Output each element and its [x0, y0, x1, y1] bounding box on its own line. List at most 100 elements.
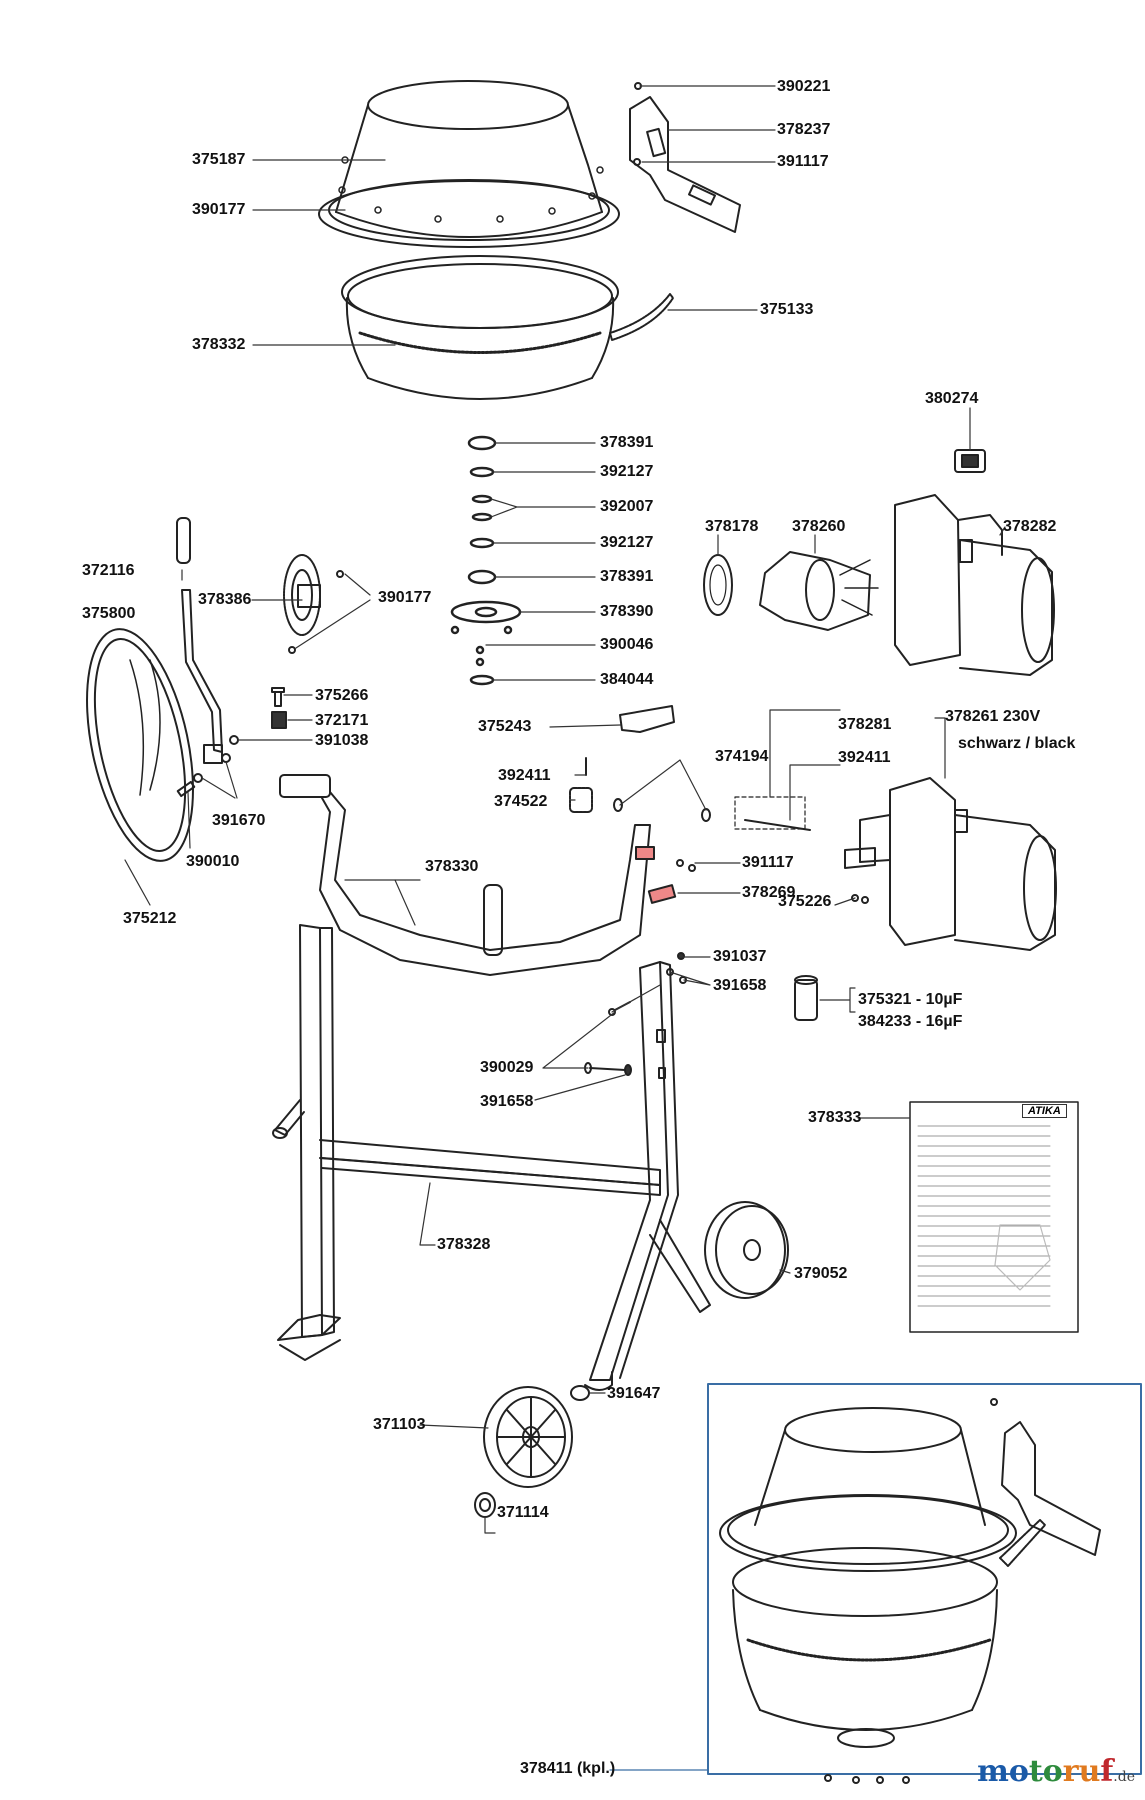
- watermark-letter: t: [1028, 1754, 1043, 1789]
- motor-housing-378282: [894, 494, 1055, 676]
- manual-378333: [909, 1101, 1079, 1333]
- part-label-378328: 378328: [437, 1236, 491, 1253]
- part-label-372116: 372116: [82, 562, 135, 579]
- stand-378328: [272, 924, 711, 1391]
- part-label-384044: 384044: [600, 671, 654, 688]
- fan-378178: [703, 554, 733, 616]
- spring-374194-a: [613, 798, 623, 812]
- part-label-391670: 391670: [212, 812, 266, 829]
- part-label-384233: 384233 - 16µF: [858, 1013, 963, 1030]
- cap-371114: [474, 1492, 496, 1518]
- drum-cone-375187: [318, 80, 620, 248]
- part-label-378269: 378269: [742, 884, 796, 901]
- bolt-375266: [271, 687, 285, 707]
- washer-391658-a: [666, 968, 674, 976]
- screw-390177-a: [336, 570, 344, 578]
- part-label-380274: 380274: [925, 390, 979, 407]
- part-label-375187: 375187: [192, 151, 246, 168]
- part-label-378391-b: 378391: [600, 568, 654, 585]
- nut-391037: [677, 952, 685, 960]
- part-label-392007: 392007: [600, 498, 654, 515]
- wheel-379052: [704, 1201, 789, 1299]
- part-label-372171: 372171: [315, 712, 369, 729]
- part-label-378178: 378178: [705, 518, 759, 535]
- screw-375226-b: [861, 896, 869, 904]
- part-label-378330: 378330: [425, 858, 479, 875]
- gear-segment-375133: [609, 293, 674, 341]
- part-label-390029: 390029: [480, 1059, 534, 1076]
- watermark-letter: f: [1100, 1754, 1114, 1789]
- part-label-390010: 390010: [186, 853, 240, 870]
- part-label-378260: 378260: [792, 518, 846, 535]
- washer-391670-b: [193, 773, 203, 783]
- part-label-390221: 390221: [777, 78, 831, 95]
- watermark-letter: u: [1078, 1754, 1101, 1789]
- part-label-378281: 378281: [838, 716, 892, 733]
- part-label-375800: 375800: [82, 605, 136, 622]
- part-label-391647: 391647: [607, 1385, 661, 1402]
- nut-391117-mid-a: [676, 859, 684, 867]
- part-label-391117-top: 391117: [777, 153, 829, 170]
- part-label-378332: 378332: [192, 336, 246, 353]
- watermark-letter: m: [977, 1754, 1009, 1789]
- screw-390010: [176, 780, 196, 798]
- motor-378261: [844, 777, 1057, 951]
- manual-brand-title: ATIKA: [1022, 1104, 1067, 1118]
- part-label-378261-color: schwarz / black: [958, 735, 1076, 752]
- part-label-391037: 391037: [713, 948, 767, 965]
- capacitor-375321: [794, 975, 818, 1021]
- part-label-392411-b: 392411: [838, 749, 891, 766]
- part-label-371114: 371114: [497, 1504, 549, 1521]
- watermark-logo: motoruf.de: [977, 1754, 1135, 1789]
- bolt-390029: [584, 1062, 632, 1076]
- cap-391647: [570, 1385, 590, 1401]
- part-label-390177-mid: 390177: [378, 589, 432, 606]
- shaft-378281: [734, 796, 811, 831]
- washer-391670-a: [221, 753, 231, 763]
- spring-372171: [271, 711, 287, 729]
- part-label-375321: 375321 - 10µF: [858, 991, 963, 1008]
- part-label-374194: 374194: [715, 748, 769, 765]
- cap-371114-inner: [479, 1498, 491, 1512]
- part-label-375226: 375226: [778, 893, 832, 910]
- pad-378269: [647, 884, 677, 904]
- handle-372116: [176, 517, 191, 564]
- part-label-391038: 391038: [315, 732, 369, 749]
- part-label-375133: 375133: [760, 301, 814, 318]
- part-label-378333: 378333: [808, 1109, 862, 1126]
- spring-374194-b: [701, 808, 711, 822]
- watermark-letter: o: [1008, 1754, 1029, 1789]
- part-label-371103: 371103: [373, 1416, 426, 1433]
- part-label-375243: 375243: [478, 718, 532, 735]
- part-label-392127-a: 392127: [600, 463, 654, 480]
- part-label-392127-b: 392127: [600, 534, 654, 551]
- part-label-378390: 378390: [600, 603, 654, 620]
- part-label-375266: 375266: [315, 687, 369, 704]
- cover-375243: [619, 705, 675, 733]
- watermark-name: motoruf: [977, 1754, 1113, 1789]
- screw-375226-a: [851, 894, 859, 902]
- part-label-378261-voltage: 378261 230V: [945, 708, 1041, 725]
- part-label-378282: 378282: [1003, 518, 1057, 535]
- complete-drum-inset: [707, 1383, 1142, 1784]
- nut-391117-mid-b: [688, 864, 696, 872]
- part-label-378391-a: 378391: [600, 434, 654, 451]
- leader-lines: [124, 85, 1006, 1771]
- switch-380274: [954, 449, 986, 473]
- part-label-392411-a: 392411: [498, 767, 551, 784]
- motor-rotor-378260: [759, 551, 879, 631]
- bearing-stack: [450, 435, 522, 686]
- part-label-378411: 378411 (kpl.): [520, 1760, 616, 1777]
- part-label-374522: 374522: [494, 793, 548, 810]
- part-label-390046: 390046: [600, 636, 654, 653]
- part-label-391658-a: 391658: [713, 977, 767, 994]
- part-label-391658-b: 391658: [480, 1093, 534, 1110]
- watermark-letter: o: [1042, 1754, 1063, 1789]
- lever-375800: [181, 589, 223, 764]
- yoke-378330: [279, 774, 655, 976]
- wheel-371103: [483, 1386, 573, 1488]
- part-label-378237: 378237: [777, 121, 831, 138]
- part-label-378386: 378386: [198, 591, 252, 608]
- drum-378332: [341, 255, 619, 400]
